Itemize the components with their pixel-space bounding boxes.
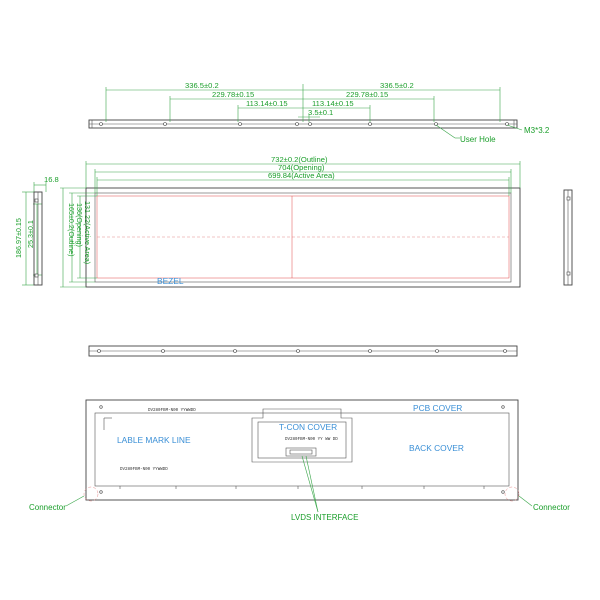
user-hole — [99, 122, 103, 126]
front-view-outline — [85, 187, 521, 288]
dim-113-left: 113.14±0.15 — [246, 99, 288, 108]
model-label-top: DV280FBM-N00 YYWWDD — [148, 409, 196, 413]
user-hole — [368, 122, 372, 126]
lvds-connector — [285, 447, 317, 457]
connector-right-marker — [504, 486, 520, 502]
dim-thickness: 16.8 — [44, 175, 59, 184]
model-label-bottom: DV280FBM-N00 YYWWDD — [120, 468, 168, 472]
dim-336-left: 336.5±0.2 — [185, 81, 219, 90]
v-dim-outline2: 165±0.2(Outline) — [67, 203, 76, 257]
bottom-view — [88, 345, 518, 357]
lvds-leader — [301, 455, 319, 513]
back-cover-panel — [94, 412, 510, 487]
tcon-cover-shape — [251, 408, 353, 463]
user-hole — [295, 122, 299, 126]
dim-opening-width: 704(Opening) — [278, 163, 325, 172]
user-hole — [308, 122, 312, 126]
callout-user-hole: User Hole — [460, 135, 496, 144]
v-dim-inner: 25.3±0.1 — [26, 220, 35, 248]
front-view: 732±0.2(Outline) 704(Opening) 699.84(Act… — [14, 155, 521, 288]
back-cover-label: BACK COVER — [409, 443, 464, 453]
dim-229-left: 229.78±0.15 — [212, 90, 254, 99]
dim-336-right: 336.5±0.2 — [380, 81, 414, 90]
front-view-opening — [94, 192, 512, 283]
dim-outline-width: 732±0.2(Outline) — [271, 155, 328, 164]
user-hole — [505, 122, 509, 126]
left-side-view — [33, 191, 43, 286]
lable-mark-line-label: LABLE MARK LINE — [117, 435, 191, 445]
connector-left-label: Connector — [29, 503, 66, 512]
connector-right-leader — [518, 495, 533, 507]
user-hole — [238, 122, 242, 126]
pcb-cover-label: PCB COVER — [413, 403, 462, 413]
right-side-view — [563, 189, 573, 286]
bezel-label: BEZEL — [157, 276, 184, 286]
dim-113-right: 113.14±0.15 — [312, 99, 354, 108]
lvds-interface-label: LVDS INTERFACE — [291, 513, 358, 522]
connector-left-leader — [65, 495, 85, 507]
dim-229-right: 229.78±0.15 — [346, 90, 388, 99]
back-view: DV280FBM-N00 YYWWDD DV280FBM-N00 YYWWDD … — [29, 399, 570, 522]
connector-left-marker — [83, 486, 99, 502]
user-hole — [163, 122, 167, 126]
top-view-dimensions — [105, 84, 523, 139]
back-view-outline — [85, 399, 519, 501]
connector-right-label: Connector — [533, 503, 570, 512]
dim-center-3-5: 3.5±0.1 — [308, 108, 333, 117]
front-view-dimensions — [22, 161, 521, 288]
v-dim-outline: 186.97±0.15 — [14, 218, 23, 258]
user-hole — [434, 122, 438, 126]
dim-active-width: 699.84(Active Area) — [268, 171, 335, 180]
callout-m3: M3*3.2 — [524, 126, 550, 135]
v-dim-active: 131.22(Active Area) — [83, 201, 92, 264]
tcon-model-label: DV280FBM-N00 YY WW DD — [285, 438, 338, 442]
tcon-cover-label: T-CON COVER — [279, 422, 337, 432]
top-view: 336.5±0.2 336.5±0.2 229.78±0.15 229.78±0… — [88, 81, 550, 144]
v-dim-opening: 136(Opening) — [75, 203, 84, 247]
